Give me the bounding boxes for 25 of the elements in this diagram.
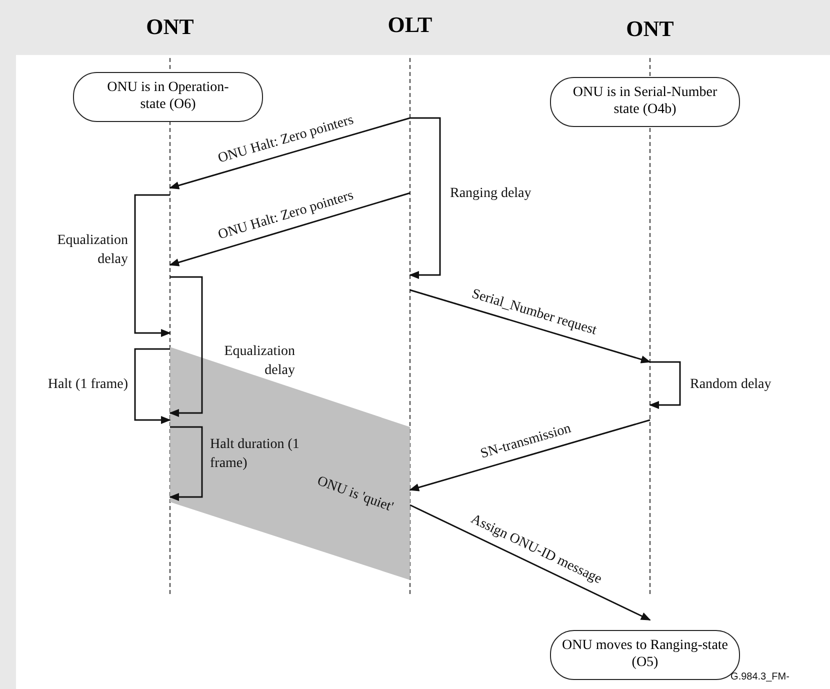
edge-label: Equalization delay: [223, 343, 295, 380]
delay-arrow: [169, 426, 203, 501]
edge-label: Halt duration (1 frame): [210, 436, 300, 473]
state-box: ONU is in Serial-Number state (O4b): [550, 77, 740, 127]
message-arrow: [169, 192, 410, 266]
state-box: ONU is in Operation-state (O6): [73, 72, 263, 122]
message-arrow: [409, 419, 650, 492]
delay-arrow: [649, 361, 681, 409]
edge-label: Equalization delay: [56, 232, 128, 269]
delay-arrow: [409, 117, 441, 279]
edge-label: Halt (1 frame): [46, 376, 128, 394]
message-arrow: [410, 289, 651, 364]
edge-label: Random delay: [690, 376, 772, 394]
delay-arrow: [134, 194, 171, 337]
delay-arrow: [134, 348, 171, 424]
lifeline-heading: ONT: [626, 16, 674, 42]
figure-id: G.984.3_FM-: [730, 672, 790, 682]
edge-label: Ranging delay: [450, 185, 532, 203]
message-arrow: [169, 117, 410, 190]
lifeline-heading: OLT: [388, 12, 432, 38]
lifeline-heading: ONT: [146, 14, 194, 40]
message-arrow: [410, 504, 651, 621]
note-text: ONU is 'quiet': [314, 474, 396, 516]
edge-label: ONU Halt: Zero pointers: [216, 188, 356, 244]
delay-arrow: [169, 276, 203, 417]
